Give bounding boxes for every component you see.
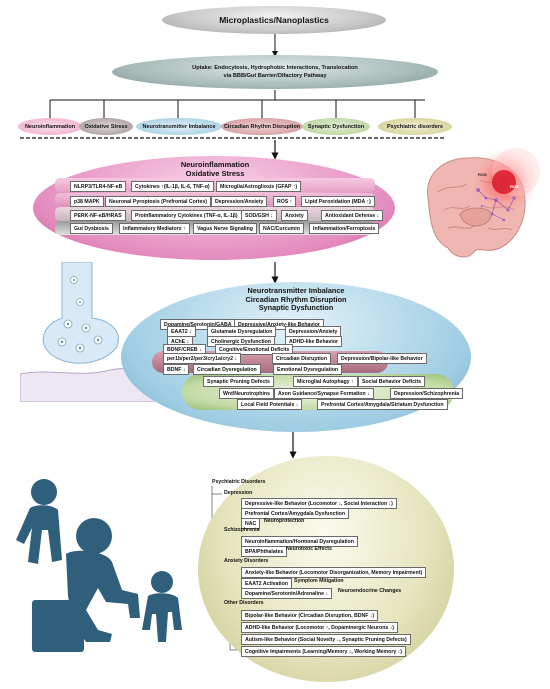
s1-r2-c1: p38 MAPK [70, 196, 104, 207]
category-psychiatric-disorders: Psychiatric disorders [378, 118, 452, 135]
s2-r4-c2: Cognitive/Emotional Deficits [215, 344, 294, 355]
schizo-item-2: BPA/Phthalates [241, 546, 288, 557]
group-depression: Depression [224, 490, 253, 496]
s1-r2-c3: Depression/Anxiety [211, 196, 268, 207]
s1-r3-c4: Anxiety [281, 210, 308, 221]
s1-r3-c2: Proinflammatory Cytokines (TNF-α, IL-1β) [131, 210, 242, 221]
s1-r4-c5: Inflammation/Ferroptosis [309, 223, 380, 234]
other-item-2: ADHD-like Behavior (Locomotor ↑, Dopamin… [241, 622, 399, 633]
other-item-1: Bipolar-like Behavior (Circadian Disrupt… [241, 610, 379, 621]
s2-r1-c2: Depressive/Anxiety-like Behavior [234, 319, 324, 330]
s2-r7-c1: Synaptic Pruning Defects [203, 376, 274, 387]
dep-item-2: Prefrontal Cortex/Amygdala Dysfunction [241, 508, 350, 519]
brain-ros-label-right: ROS [510, 184, 519, 189]
s1-r2-c5: Lipid Peroxidation (MDA ↑) [301, 196, 375, 207]
category-synaptic-dysfunction: Synaptic Dysfunction [302, 118, 370, 135]
category-neurotransmitter-imbalance: Neurotransmitter Imbalance [136, 118, 222, 135]
schizo-item-3: Neurotoxic Effects [286, 546, 332, 552]
category-neuroinflammation: Neuroinflammation [18, 118, 82, 135]
s2-r6-c3: Emotional Dysregulation [273, 364, 343, 375]
s2-r5-c1: per1b/per2/per3/cry1a/cry2 ↓ [163, 353, 242, 364]
brain-illustration: ROS ROS [427, 148, 540, 258]
group-other: Other Disorders [224, 600, 264, 606]
section1-title: Neuroinflammation Oxidative Stress [180, 160, 250, 178]
brain-ros-label-left: ROS [478, 172, 487, 177]
microplastics-title: Microplastics/Nanoplastics [162, 6, 386, 34]
s1-r1-c2: Cytokines ↑(IL-1β, IL-6, TNF-α) [131, 181, 214, 192]
s2-r6-c2: Circadian Dysregulation [193, 364, 261, 375]
section2-title: Neurotransmitter Imbalance Circadian Rhy… [245, 286, 347, 312]
other-item-3: Autism-like Behavior (Social Novelty ↓, … [241, 634, 411, 645]
s2-r8-c3: Depression/Schizophrenia [390, 388, 464, 399]
distressed-figures-illustration [16, 479, 182, 652]
other-item-4: Cognitive Impairments (Learning/Memory ↓… [241, 646, 406, 657]
dep-item-4: Neuroprotection [264, 518, 305, 524]
anx-item-1: Anxiety-like Behavior (Locomotor Disorga… [241, 567, 427, 578]
s1-r3-c3: SOD/GSH ↓ [241, 210, 277, 221]
dep-item-3: NAC [241, 518, 261, 529]
s1-r1-c3: Microglia/Astrogliosis (GFAP ↑) [216, 181, 302, 192]
s1-r2-c4: ROS ↑ [273, 196, 297, 207]
s2-r8-c2: Axon Guidance/Synapse Formation ↓ [274, 388, 374, 399]
s2-r9-c1: Local Field Potentials ↓ [237, 399, 303, 410]
anx-item-4: Dopamine/Serotonin/Adrenaline ↓ [241, 588, 333, 599]
s1-r3-c1: PERK-NF-κB/HRAS [70, 210, 126, 221]
s1-r1-c1: NLRP3/TLR4-NF-κB [70, 181, 127, 192]
anx-item-3: Symptom Mitigation [294, 578, 344, 584]
s2-r7-c2: Microglial Autophagy ↑ [293, 376, 358, 387]
s1-r4-c3: Vagus Nerve Signaling [193, 223, 257, 234]
psychiatric-root: Psychiatric Disorders [212, 479, 266, 485]
group-schizophrenia: Schizophrenia [224, 527, 260, 533]
s2-r3-c3: ADHD-like Behavior [285, 336, 343, 347]
s1-r4-c1: Gut Dysbiosis [70, 223, 113, 234]
s2-r7-c3: Social Behavior Deficits [358, 376, 426, 387]
s2-r9-c2: Prefrontal Cortex/Amygdala/Striatum Dysf… [317, 399, 448, 410]
s1-r2-c2: Neuronal Pyroptosis (Prefrontal Cortex) [105, 196, 212, 207]
category-oxidative-stress: Oxidative Stress [79, 118, 133, 135]
category-circadian-rhythm-disruption: Circadian Rhythm Disruption [221, 118, 303, 135]
group-anxiety: Anxiety Disorders [224, 558, 269, 564]
s1-r4-c2: Inflammatory Mediators ↑ [119, 223, 190, 234]
uptake-ellipse: Uptake: Endocytosis, Hydrophobic Interac… [112, 55, 438, 89]
s2-r5-c2: Circadian Disruption [272, 353, 332, 364]
anx-item-5: Neuroendocrine Changes [338, 588, 402, 594]
schizo-item-1: Neuroinflammation/Hormonal Dysregulation [241, 536, 358, 547]
s1-r4-c4: NAC/Curcumin [259, 223, 304, 234]
s1-r3-c5: Antioxidant Defense ↓ [321, 210, 384, 221]
s2-r8-c1: Wnt/Neurotrophins [219, 388, 274, 399]
s2-r6-c1: BDNF ↓ [163, 364, 190, 375]
s2-r5-c3: Depression/Bipolar-like Behavior [337, 353, 427, 364]
